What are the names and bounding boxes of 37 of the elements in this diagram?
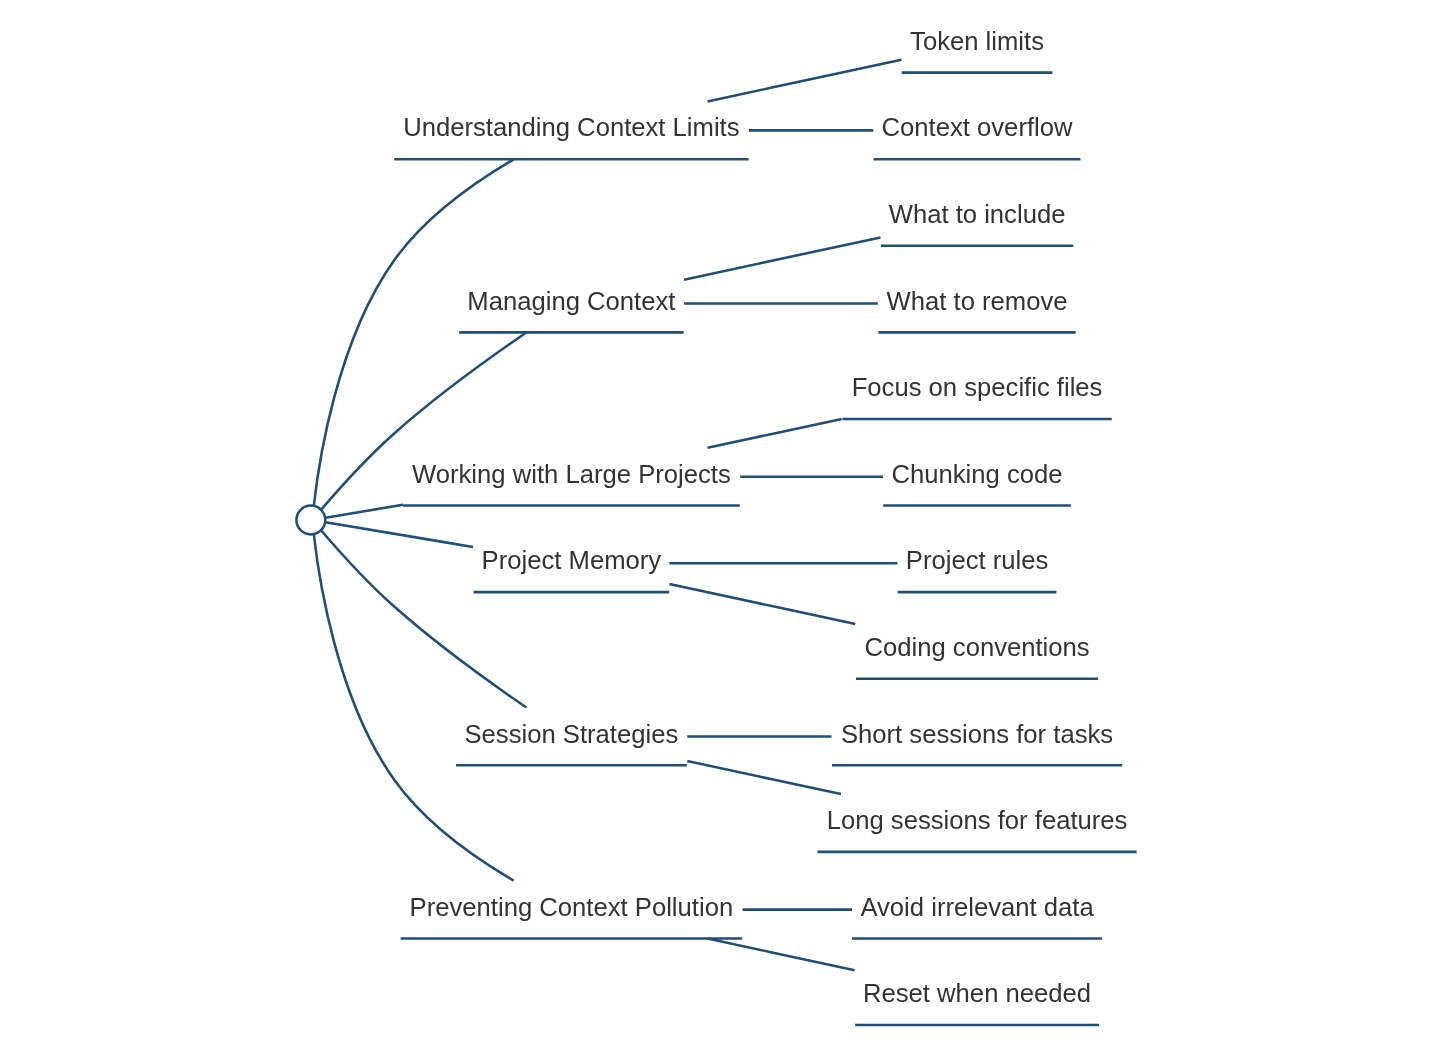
node-text: Working with Large Projects: [411, 459, 731, 488]
connector: [320, 331, 527, 511]
node-text: Avoid irrelevant data: [859, 892, 1094, 921]
connector: [683, 302, 878, 305]
connector: [324, 503, 403, 520]
node-text: Understanding Context Limits: [402, 113, 740, 142]
connector: [324, 520, 473, 549]
node-text: Short sessions for tasks: [840, 719, 1113, 748]
node-text: Reset when needed: [862, 979, 1091, 1008]
node-circle: [294, 504, 327, 536]
connector: [706, 58, 902, 103]
node-text: Project Memory: [481, 546, 661, 575]
connector: [686, 735, 831, 738]
connector: [320, 529, 527, 709]
node-text: Preventing Context Pollution: [409, 892, 733, 921]
connector: [312, 534, 514, 882]
connector: [312, 158, 514, 506]
node-text: Focus on specific files: [851, 373, 1102, 402]
connector: [739, 475, 883, 478]
node-text: Session Strategies: [464, 719, 678, 748]
connector: [668, 562, 897, 565]
connector: [686, 759, 841, 796]
node-text: Coding conventions: [863, 632, 1090, 661]
node-text: Token limits: [909, 26, 1044, 55]
node-text: Managing Context: [466, 286, 675, 315]
connector: [668, 582, 856, 626]
node-text: Project rules: [905, 546, 1048, 575]
node-text: What to remove: [886, 286, 1068, 315]
connector: [706, 417, 842, 449]
connector: [748, 129, 873, 132]
node-text: What to include: [888, 200, 1065, 229]
node-text: Chunking code: [891, 459, 1063, 488]
node-text: Context overflow: [881, 113, 1073, 142]
connector: [742, 908, 852, 911]
node-text: Long sessions for features: [826, 806, 1127, 835]
connector: [706, 937, 855, 972]
connector: [683, 236, 881, 281]
